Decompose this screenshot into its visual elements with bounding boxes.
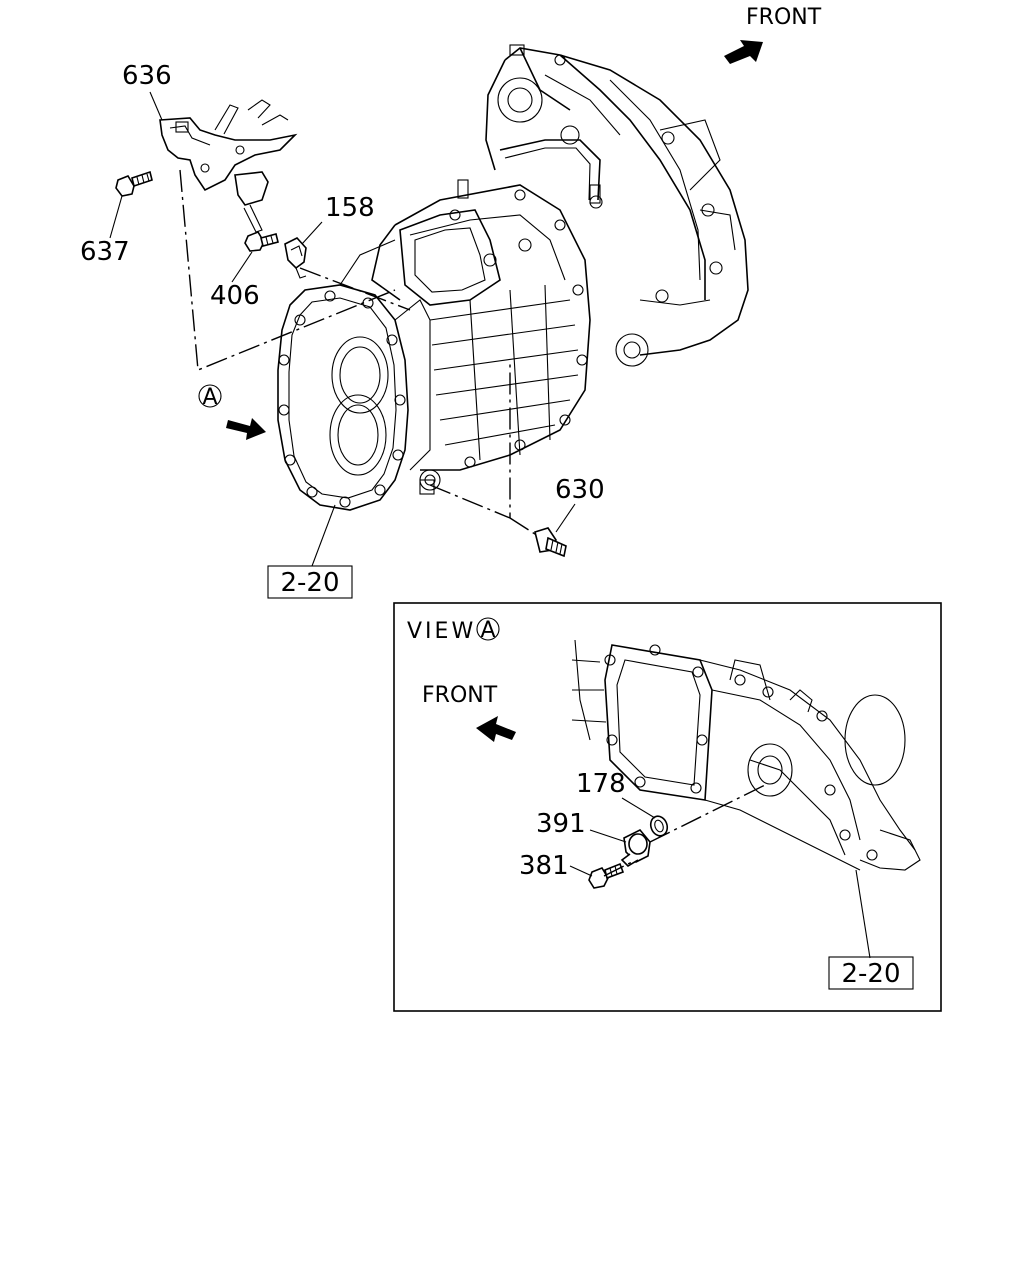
ref-box-main[interactable] [267,565,353,599]
leader-630 [555,503,576,533]
view-a-marker-text: A [202,385,217,410]
leader-406 [231,251,253,283]
leader-158 [301,221,323,245]
callout-391: 391 [536,809,586,839]
main-view: FRONT [80,5,822,599]
callout-637: 637 [80,237,130,267]
inset-view-a: VIEW A FRONT [393,602,942,1012]
callout-406: 406 [210,281,260,311]
inset-view-circle [476,617,500,641]
bolt-637 [115,170,153,197]
rear-housing [277,239,441,511]
ref-box-inset[interactable] [828,956,914,990]
inset-assembly-line [603,861,633,877]
view-arrow-icon [226,418,266,440]
leader-636 [149,91,163,121]
leader-ref-main [311,504,336,567]
clip-158 [284,237,307,279]
callout-381: 381 [519,851,569,881]
front-arrow-top-icon [724,40,763,64]
front-label-top: FRONT [746,5,822,30]
sensor-391 [620,829,651,868]
inset-front-label: FRONT [422,683,498,708]
inset-view-circle-text: A [480,618,495,643]
bolt-406 [244,231,279,252]
view-a-marker [198,384,222,408]
inset-front-arrow-icon [476,716,516,742]
assembly-line-d [509,517,539,537]
leader-178 [621,797,656,819]
callout-630: 630 [555,475,605,505]
inset-frame [393,602,942,1012]
sensor-630 [534,527,567,558]
inset-view-label: VIEW [407,619,476,644]
bracket-636 [159,99,298,233]
callout-158: 158 [325,193,375,223]
callout-636: 636 [122,61,172,91]
leader-381 [569,865,593,877]
assembly-line-c [429,360,511,520]
leader-391 [589,829,627,843]
bell-housing [485,44,749,367]
ref-box-main-text: 2-20 [280,568,339,598]
leader-637 [109,195,123,239]
assembly-line-b [299,267,411,311]
assembly-line-a [179,169,396,372]
bolt-381 [588,862,625,889]
leader-ref-inset [855,869,871,959]
transmission-case [371,179,601,471]
inset-assembly-line-2 [649,784,766,843]
callout-178: 178 [576,769,626,799]
ref-box-inset-text: 2-20 [841,959,900,989]
inset-housing [571,639,921,871]
